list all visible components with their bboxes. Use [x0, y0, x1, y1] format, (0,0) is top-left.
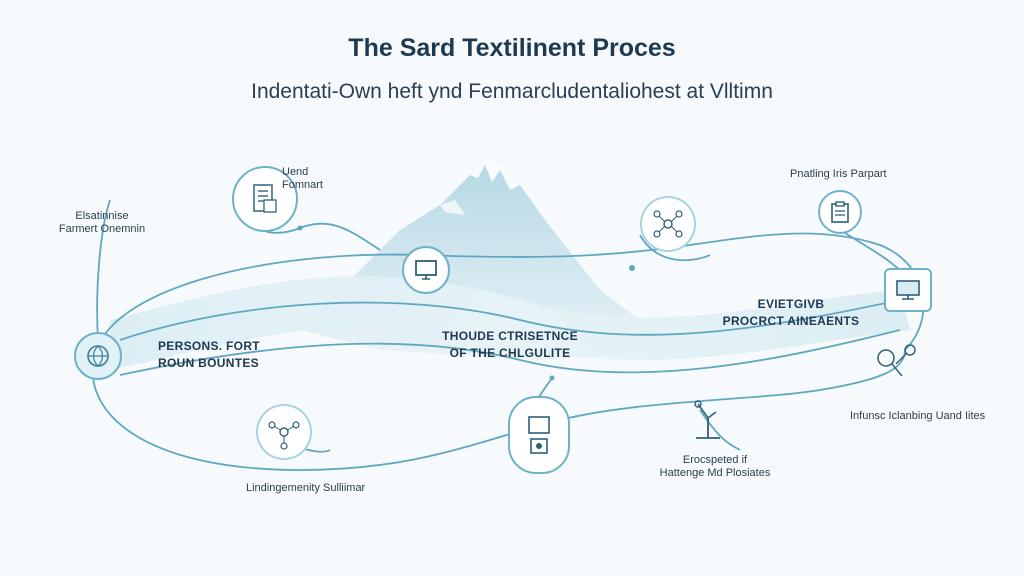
- device-icon: [528, 416, 550, 454]
- bottom-left-cluster: [256, 404, 312, 460]
- bottom-right-small-icon: [690, 398, 726, 449]
- network-icon: [268, 421, 300, 450]
- lamp-icon: [694, 400, 720, 439]
- mid-left-node: [402, 246, 450, 294]
- globe-icon: [87, 345, 109, 367]
- label-right-mid: Infunsc Iclanbing Uand Iites: [850, 410, 986, 422]
- banner-left: PERSONS. FORT ROUN BOUNTES: [158, 338, 260, 372]
- label-line: Erocspeted if: [682, 454, 748, 466]
- clipboard-icon: [831, 201, 849, 223]
- banner-center: THOUDE CTRISETNCE OF THE CHLGULITE: [420, 328, 600, 362]
- document-icon: [253, 184, 277, 213]
- right-node: [884, 268, 932, 312]
- banner-line: ROUN BOUNTES: [158, 356, 259, 370]
- bottom-center-node: [508, 396, 570, 474]
- banner-line: PERSONS. FORT: [158, 339, 260, 353]
- label-line: Farmert Onemnin: [58, 223, 146, 235]
- banner-line: THOUDE CTRISETNCE: [442, 329, 578, 343]
- label-top-left-node: Uend Fomnart: [282, 166, 323, 192]
- label-bottom-left: Lindingemenity Sulliimar: [246, 482, 366, 494]
- label-line: Elsatinnise: [75, 210, 129, 222]
- page-subtitle: Indentati-Own heft ynd Fenmarcludentalio…: [251, 80, 773, 103]
- label-left-top: Elsatinnise Farmert Onemnin: [46, 210, 158, 236]
- banner-right: EVIETGIVB PROCRCT AINEAENTS: [716, 296, 866, 330]
- tools-icon: [877, 344, 916, 377]
- right-small-icon: [872, 340, 918, 389]
- top-left-node: [232, 166, 298, 232]
- banner-line: EVIETGIVB: [757, 297, 825, 311]
- computer-icon: [896, 280, 920, 300]
- left-node: [74, 332, 122, 380]
- label-line: Fomnart: [282, 179, 323, 191]
- top-center-cluster: [640, 196, 696, 252]
- label-line: Uend: [282, 166, 309, 178]
- label-bottom-center-right: Erocspeted if Hattenge Md Plosiates: [640, 454, 790, 480]
- flow-band: [110, 276, 910, 370]
- banner-line: OF THE CHLGULITE: [449, 346, 571, 360]
- label-line: Hattenge Md Plosiates: [659, 467, 771, 479]
- page-title: The Sard Textilinent Proces: [348, 34, 676, 62]
- top-right-node: [818, 190, 862, 234]
- network-icon: [653, 210, 683, 238]
- monitor-icon: [415, 260, 437, 280]
- label-top-right-node: Pnatling Iris Parpart: [790, 168, 887, 180]
- banner-line: PROCRCT AINEAENTS: [722, 314, 860, 328]
